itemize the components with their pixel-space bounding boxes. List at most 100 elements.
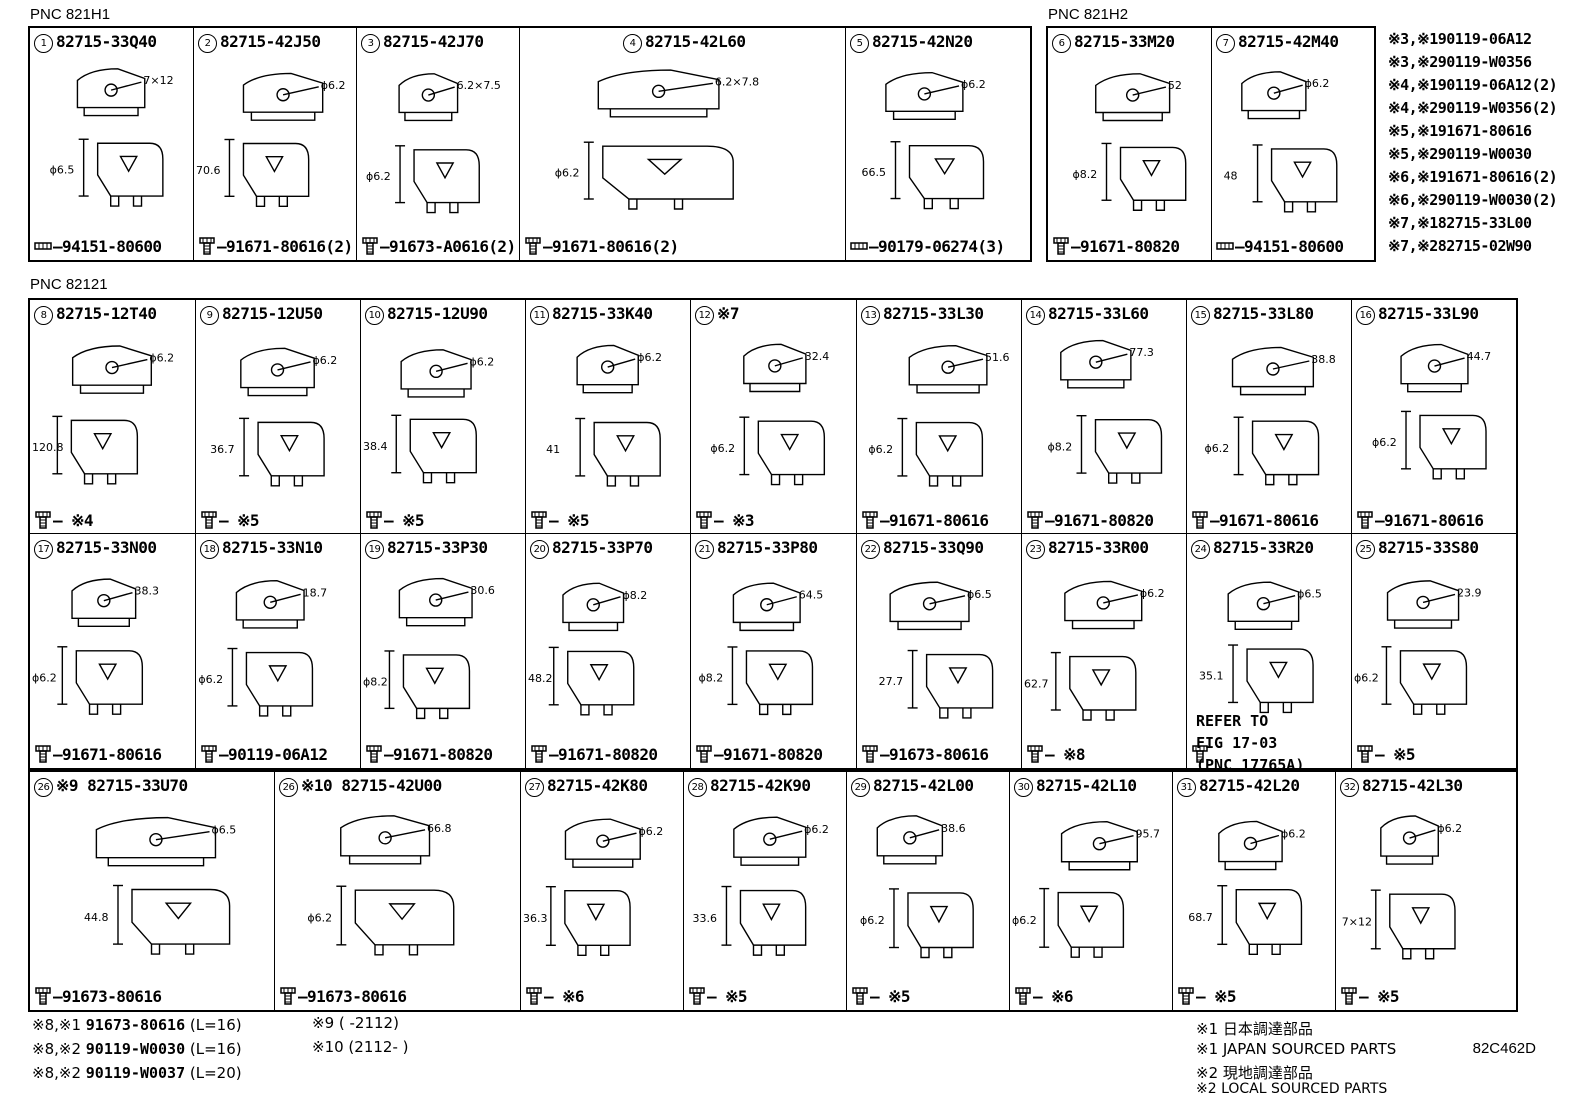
dimension-label: ϕ8.2 [1073, 168, 1098, 181]
dimension-label: ϕ8.2 [623, 589, 648, 602]
bracket-upper-shape [565, 819, 640, 859]
hole-mark [98, 595, 110, 607]
hole-mark [942, 361, 954, 373]
part-number: 82715-42L10 [1036, 776, 1137, 795]
dimension-label: 7×12 [143, 74, 173, 87]
part-number: 82715-42L60 [645, 32, 746, 51]
dimension-label: ϕ6.5 [967, 588, 992, 601]
dimension-label: 52 [1168, 79, 1182, 92]
bracket-upper-shape [890, 582, 969, 621]
callout-number: 16 [1356, 306, 1375, 325]
bolt-icon [862, 745, 878, 763]
bracket-drawing: ϕ6.266.5 [861, 54, 986, 230]
slot-mark [588, 904, 604, 919]
bracket-flange [1387, 856, 1433, 864]
dimension-label: ϕ6.2 [860, 914, 885, 927]
fastener-callout: — ※5 [530, 511, 590, 530]
callout-number: 27 [525, 778, 544, 797]
fastener-callout [1191, 745, 1210, 764]
fastener-callout: —91673-80616 [34, 987, 162, 1006]
leader-line [283, 87, 319, 95]
dimension-label: 36.7 [210, 443, 235, 456]
fastener-part-number: —91671-80820 [384, 745, 493, 764]
part-number: 82715-33R00 [1048, 538, 1149, 557]
slot-mark [781, 435, 798, 450]
hole-mark [272, 364, 284, 376]
leader-line [930, 596, 965, 604]
bracket-lower-shape [746, 651, 812, 704]
bolt-icon [1357, 745, 1373, 763]
bracket-tabs [1414, 704, 1445, 714]
pnc-label-821h1: PNC 821H1 [30, 6, 111, 23]
slot-mark [1413, 908, 1429, 923]
fastener-part-number: —91671-80820 [714, 745, 823, 764]
part-number: 82715-42L20 [1199, 776, 1300, 795]
callout-number: 12 [695, 306, 714, 325]
footer-right-4: ※2 LOCAL SOURCED PARTS [1196, 1081, 1388, 1097]
hole-mark [430, 365, 442, 377]
callout-number: 8 [34, 306, 53, 325]
hole-mark [653, 85, 665, 97]
bracket-lower-shape [76, 651, 142, 704]
row-divider [30, 533, 1516, 534]
bracket-lower-shape [246, 653, 312, 706]
bolt-icon [1341, 987, 1357, 1005]
dimension-label: 66.5 [861, 166, 886, 179]
slot-mark [617, 436, 634, 451]
bracket-lower-shape [1272, 149, 1337, 202]
dimension-label: ϕ6.2 [1281, 827, 1306, 840]
leader-line [104, 593, 133, 601]
fastener-callout: —91671-80616 [861, 511, 989, 530]
callout-number: 17 [34, 540, 53, 559]
bracket-upper-shape [73, 346, 152, 385]
callout-number: 29 [851, 778, 870, 797]
fastener-callout: —90179-06274(3) [850, 237, 1005, 256]
fastener-part-number: — ※5 [1375, 745, 1416, 764]
pnc-label-82121: PNC 82121 [30, 276, 108, 293]
bolt-icon [852, 987, 868, 1005]
bracket-upper-shape [77, 69, 144, 108]
bracket-lower-shape [71, 420, 137, 473]
bracket-drawing: 51.6ϕ6.2 [868, 326, 1009, 504]
part-number: 82715-33P80 [717, 538, 818, 557]
bracket-lower-shape [403, 655, 469, 708]
hole-mark [918, 88, 930, 100]
fastener-callout: —90119-06A12 [200, 745, 328, 764]
bracket-upper-shape [1062, 822, 1138, 862]
bracket-flange [1069, 862, 1130, 870]
dimension-label: 44.8 [84, 911, 109, 924]
footer-length: (L=16) [185, 1016, 242, 1034]
dimension-label: ϕ6.2 [321, 79, 346, 92]
hole-mark [904, 832, 916, 844]
slot-mark [433, 433, 450, 448]
part-number: 82715-42L30 [1362, 776, 1463, 795]
bracket-flange [81, 385, 144, 393]
hole-mark [379, 832, 391, 844]
part-number: 82715-33N10 [222, 538, 323, 557]
slot-mark [166, 903, 190, 918]
bracket-flange [1235, 621, 1291, 629]
leader-line [775, 358, 803, 366]
fastener-part-number: —91671-80616 [880, 511, 989, 530]
bracket-flange [407, 618, 465, 626]
fastener-part-number: —91671-80616 [1210, 511, 1319, 530]
part-number: 82715-12U50 [222, 304, 323, 323]
bracket-flange [243, 620, 297, 628]
slot-mark [270, 666, 287, 681]
dimension-label: ϕ6.2 [307, 912, 332, 925]
bracket-flange [610, 109, 706, 117]
bracket-flange [1241, 387, 1306, 395]
bracket-flange [108, 858, 203, 866]
fastener-callout: —91673-80616 [279, 987, 407, 1006]
bracket-lower-shape [410, 419, 476, 472]
fastener-callout: — ※5 [200, 511, 260, 530]
leader-line [1273, 361, 1309, 369]
part-number: 82715-33L90 [1378, 304, 1479, 323]
dimension-label: 38.6 [941, 822, 966, 835]
